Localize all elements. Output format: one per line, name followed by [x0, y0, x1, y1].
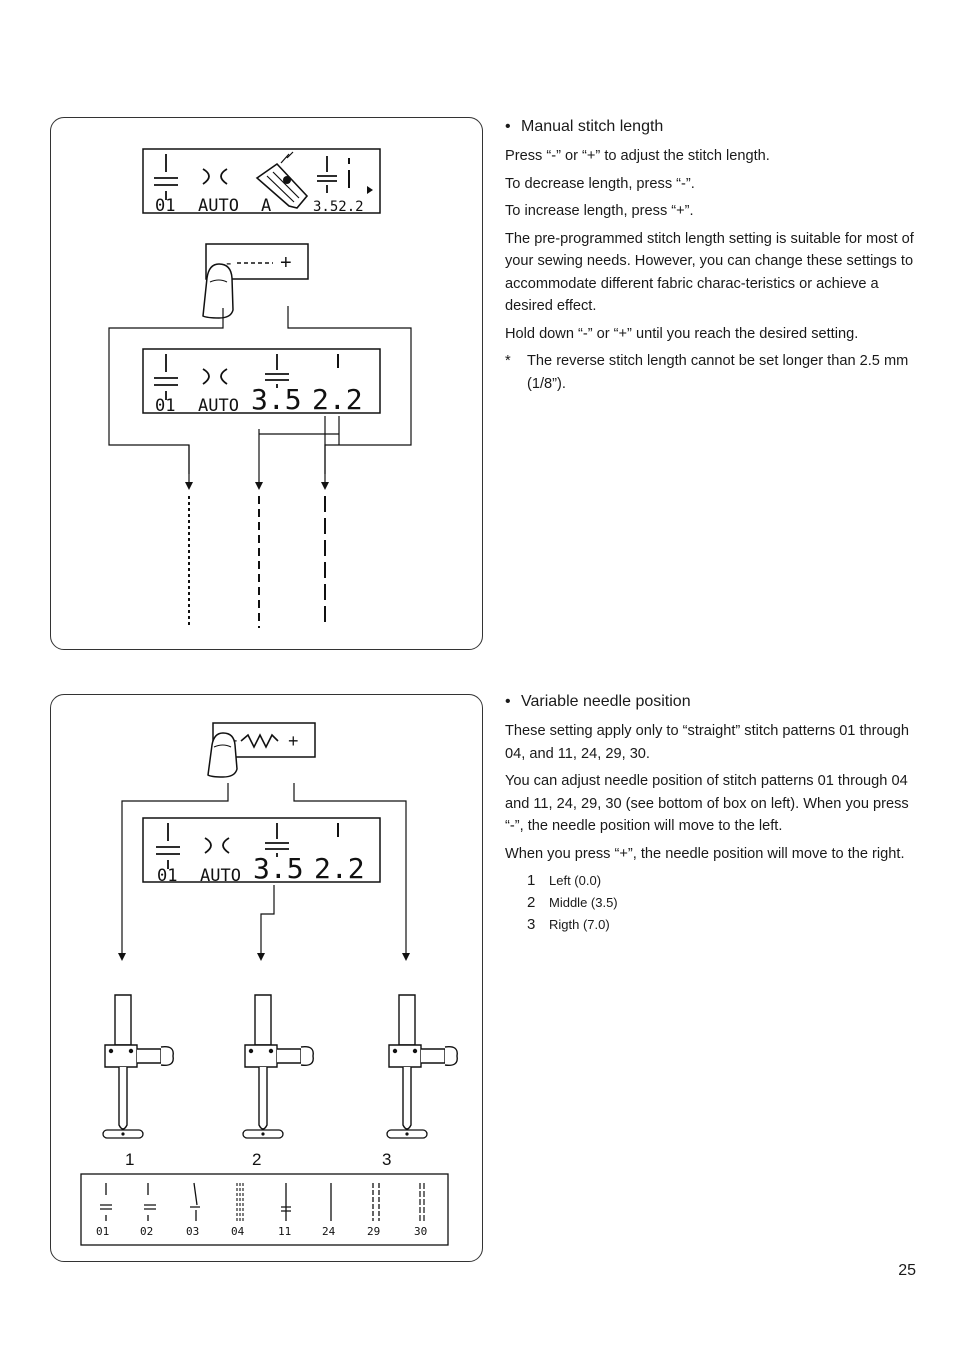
stitch-length-diagram: 01 AUTO A 3.52.2 - + 01 AUTO 3.5 2.2: [108, 148, 412, 628]
needle-label-3: 3: [382, 1150, 391, 1169]
finger-icon: [207, 732, 238, 778]
lcd-bottom-mode: AUTO: [198, 396, 239, 416]
needle-position-diagram: - + 01 AUTO 3.5 2.2: [80, 722, 458, 1246]
note-asterisk: *: [505, 353, 511, 369]
pattern-number: 24: [322, 1225, 336, 1238]
needle-clamp-middle: [242, 994, 314, 1139]
pattern-03-icon: [190, 1182, 200, 1221]
presser-foot-icon: [255, 151, 309, 209]
lcd-bottom-length: 2.2: [312, 383, 363, 416]
section-heading: •Manual stitch length: [505, 118, 664, 135]
key-plus-label: +: [280, 252, 292, 274]
pattern-02-icon: [144, 1183, 156, 1221]
paragraph: Hold down “-” or “+” until you reach the…: [505, 325, 859, 342]
variable-needle-position-section: •Variable needle position These setting …: [505, 692, 920, 936]
pattern-number: 02: [140, 1225, 153, 1238]
pattern-11-icon: [281, 1183, 291, 1221]
needle-clamp-right: [386, 994, 458, 1139]
needle-label-1: 1: [125, 1150, 134, 1169]
paragraph: Press “-” or “+” to adjust the stitch le…: [505, 148, 770, 164]
paragraph: The pre-programmed stitch length setting…: [505, 230, 914, 315]
manual-stitch-length-heading: Manual stitch length: [521, 118, 664, 135]
pattern-30-icon: [419, 1183, 425, 1221]
pattern-number: 03: [186, 1225, 199, 1238]
lcd-mode: AUTO: [200, 866, 241, 886]
lcd-display: 01 AUTO 3.5 2.2: [142, 817, 381, 886]
needle-label-2: 2: [252, 1150, 261, 1169]
lcd-display-top: 01 AUTO A 3.52.2: [142, 148, 381, 216]
lcd-bottom-width: 3.5: [251, 383, 302, 416]
pattern-01-icon: [100, 1183, 112, 1221]
page-number: 25: [898, 1262, 916, 1279]
lcd-width: 3.5: [253, 852, 304, 885]
needle-clamp-left: [102, 994, 174, 1139]
pattern-number: 29: [367, 1225, 380, 1238]
pattern-number: 30: [414, 1225, 427, 1238]
lcd-top-values: 3.52.2: [313, 199, 364, 215]
pattern-number: 01: [96, 1225, 109, 1238]
pattern-29-icon: [372, 1183, 380, 1221]
paragraph: To increase length, press “+”.: [505, 203, 694, 219]
section-heading: •Variable needle position: [505, 693, 691, 710]
lcd-pattern: 01: [157, 866, 177, 886]
paragraph: These setting apply only to “straight” s…: [505, 723, 909, 762]
paragraph: When you press “+”, the needle position …: [505, 845, 905, 862]
pattern-04-icon: [236, 1183, 244, 1221]
key-minus-label: -: [226, 255, 231, 272]
paragraph: You can adjust needle position of stitch…: [505, 773, 909, 834]
variable-needle-position-heading: Variable needle position: [521, 693, 691, 710]
lcd-bottom-pattern: 01: [155, 396, 175, 416]
note-text: The reverse stitch length cannot be set …: [527, 353, 909, 392]
lcd-top-pattern: 01: [155, 196, 175, 216]
pattern-number: 11: [278, 1225, 291, 1238]
lcd-top-letter: A: [261, 196, 271, 216]
key-plus-label: +: [288, 731, 299, 751]
lcd-length: 2.2: [314, 852, 365, 885]
stitch-length-illustration: 01 AUTO A 3.52.2 - + 01 AUTO 3.5 2.2: [50, 117, 483, 650]
finger-icon: [202, 263, 234, 319]
needle-position-illustration: - + 01 AUTO 3.5 2.2: [50, 694, 483, 1262]
paragraph: To decrease length, press “-”.: [505, 175, 695, 192]
pattern-number: 04: [231, 1225, 245, 1238]
zigzag-icon: [240, 733, 279, 749]
reverse-stitch-note: * The reverse stitch length cannot be se…: [505, 350, 920, 395]
straight-stitch-patterns: 01 02 03 04 11 24 29 30: [80, 1173, 449, 1246]
lcd-display-bottom: 01 AUTO 3.5 2.2: [142, 348, 381, 416]
manual-stitch-length-section: •Manual stitch length Press “-” or “+” t…: [505, 117, 920, 395]
lcd-top-mode: AUTO: [198, 196, 239, 216]
